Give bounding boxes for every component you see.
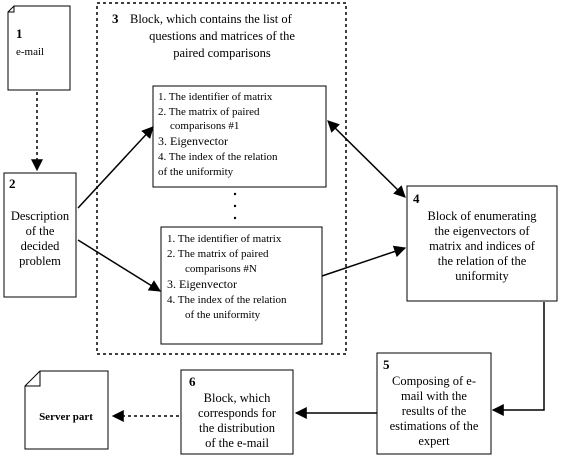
arrow-description-to-matrix-n <box>77 239 162 292</box>
block5-line-3: results of the <box>402 404 467 418</box>
block6-line-3: the distribution <box>199 421 276 435</box>
block4-node: 4 Block of enumerating the eigenvectors … <box>406 185 558 302</box>
email-number: 1 <box>16 26 23 41</box>
matrix-n-line-3: comparisons #N <box>185 263 257 275</box>
matrix-1-line-6: of the uniformity <box>158 166 234 178</box>
dot-3 <box>233 216 237 220</box>
dot-2 <box>233 204 237 208</box>
block3-number: 3 <box>112 11 119 26</box>
block6-line-1: Block, which <box>204 391 271 405</box>
email-document-node: 1 e-mail <box>7 5 71 91</box>
block6-node: 6 Block, which corresponds for the distr… <box>180 369 294 455</box>
matrix-1-line-5: 4. The index of the relation <box>158 151 278 163</box>
server-document-fold <box>25 371 41 387</box>
block3-title-line-3: paired comparisons <box>173 46 271 60</box>
description-node: 2 Description of the decided problem <box>3 172 77 298</box>
block6-line-4: of the e-mail <box>205 436 269 450</box>
matrix-1-line-1: 1. The identifier of matrix <box>158 91 273 103</box>
block3-container: 3 Block, which contains the list of ques… <box>96 2 347 355</box>
dot-1 <box>233 192 237 196</box>
description-line-3: decided <box>21 239 61 253</box>
matrix-1-line-4: 3. Eigenvector <box>158 134 228 148</box>
matrix-n-line-1: 1. The identifier of matrix <box>167 233 282 245</box>
block4-line-1: Block of enumerating <box>428 209 538 223</box>
email-label: e-mail <box>16 46 44 58</box>
matrix-n-line-2: 2. The matrix of paired <box>167 248 269 260</box>
arrow-description-to-matrix-1 <box>77 126 154 209</box>
block3-title-line-2: questions and matrices of the <box>149 29 295 43</box>
block4-line-3: matrix and indices of <box>429 239 536 253</box>
description-line-1: Description <box>11 209 70 223</box>
server-label: Server part <box>39 411 93 423</box>
matrix-n-line-5: 4. The index of the relation <box>167 294 287 306</box>
block4-number: 4 <box>413 191 420 206</box>
block5-line-4: estimations of the <box>390 419 479 433</box>
continuation-dots <box>233 192 237 220</box>
matrix-n-box <box>160 226 323 345</box>
block6-line-2: corresponds for <box>198 406 277 420</box>
matrix-1-box <box>152 85 327 188</box>
description-box <box>3 172 77 298</box>
description-line-2: of the <box>26 224 55 238</box>
block6-number: 6 <box>189 374 196 389</box>
arrow-matrix-1-block4-bidirectional <box>327 120 406 198</box>
arrow-matrix-n-to-block4 <box>321 245 407 277</box>
block5-line-2: mail with the <box>401 389 467 403</box>
email-document-shape <box>7 5 71 91</box>
server-document-shape <box>24 370 109 450</box>
server-part-node: Server part <box>24 370 109 450</box>
matrix-n-node: 1. The identifier of matrix 2. The matri… <box>160 226 323 345</box>
block5-line-5: expert <box>418 434 450 448</box>
matrix-n-line-6: of the uniformity <box>185 309 261 321</box>
matrix-1-line-2: 2. The matrix of paired <box>158 106 260 118</box>
block4-line-2: the eigenvectors of <box>434 224 530 238</box>
description-line-4: problem <box>19 254 61 268</box>
block4-box <box>406 185 558 302</box>
matrix-n-line-4: 3. Eigenvector <box>167 277 237 291</box>
description-number: 2 <box>9 176 16 191</box>
block6-box <box>180 369 294 455</box>
block3-title-line-1: Block, which contains the list of <box>130 12 293 26</box>
arrow-block4-to-block5 <box>491 302 545 416</box>
block5-number: 5 <box>383 357 390 372</box>
email-document-fold <box>8 6 15 13</box>
block4-line-5: uniformity <box>455 269 509 283</box>
matrix-1-node: 1. The identifier of matrix 2. The matri… <box>152 85 327 188</box>
block5-node: 5 Composing of e- mail with the results … <box>376 352 492 455</box>
block5-line-1: Composing of e- <box>392 374 476 388</box>
block5-box <box>376 352 492 455</box>
matrix-1-line-3: comparisons #1 <box>170 120 239 132</box>
block4-line-4: the relation of the <box>438 254 527 268</box>
